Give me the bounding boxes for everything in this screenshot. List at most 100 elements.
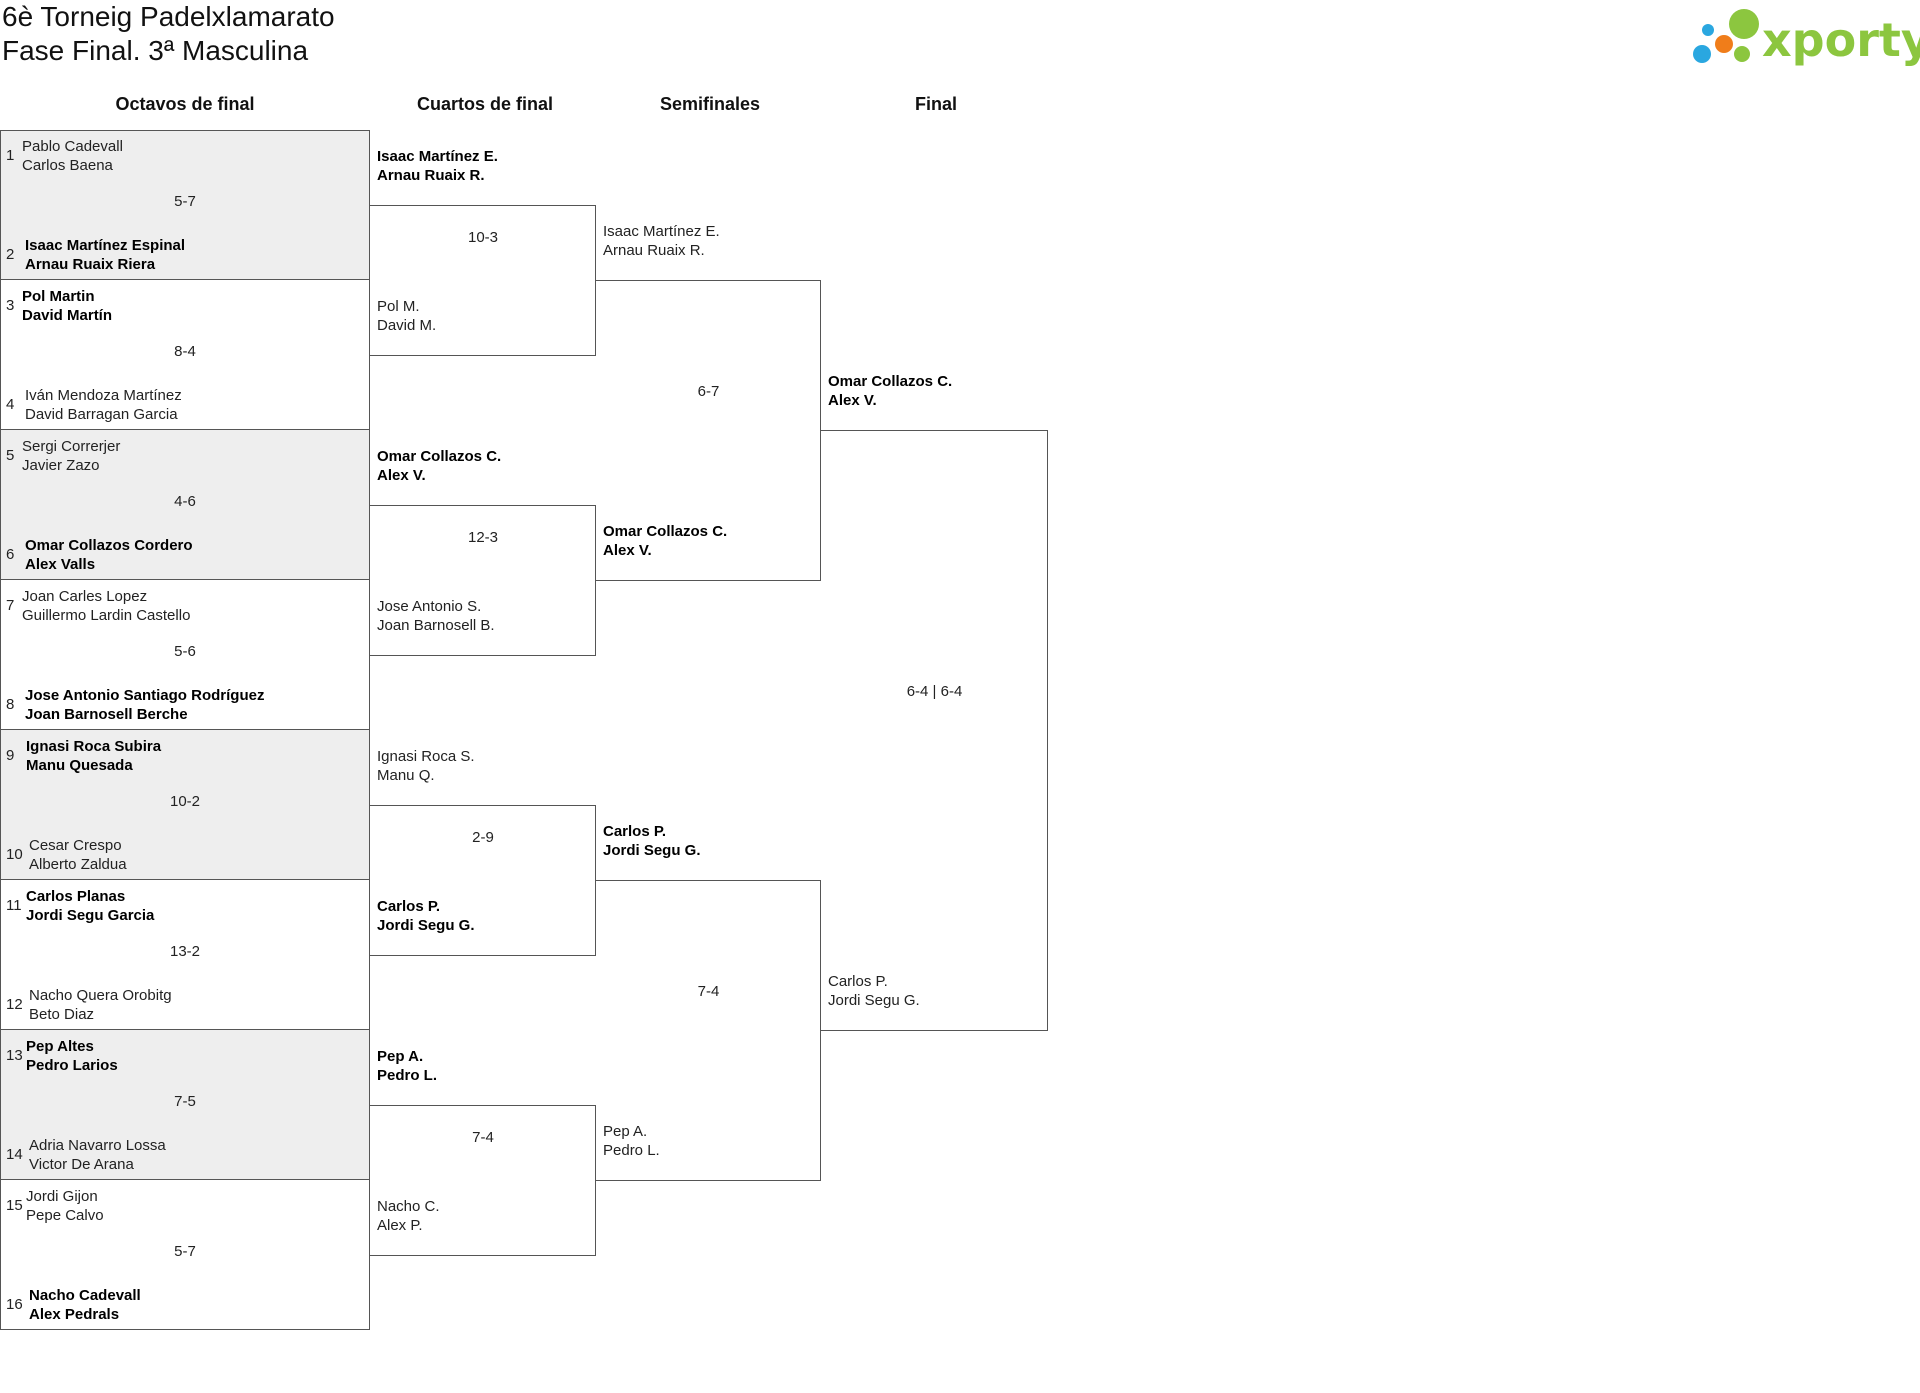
team-pair-player2: Carlos Baena xyxy=(22,157,113,174)
team-pair-player1: Carlos P. xyxy=(603,823,667,840)
team-pair-player2: Pedro L. xyxy=(603,1142,660,1159)
team-pair-player2: Beto Diaz xyxy=(29,1006,95,1023)
tournament-title: 6è Torneig Padelxlamarato xyxy=(2,1,335,32)
team-pair-player1: Carlos Planas xyxy=(26,888,126,905)
match-score: 8-4 xyxy=(174,343,196,360)
team-pair-player1: Adria Navarro Lossa xyxy=(29,1137,166,1154)
team-pair-player1: Omar Collazos Cordero xyxy=(25,537,193,554)
match-score: 7-4 xyxy=(472,1129,494,1146)
team-pair-player2: Manu Q. xyxy=(377,767,435,784)
team-pair-player2: Guillermo Lardin Castello xyxy=(22,607,191,624)
team-pair-player2: Pepe Calvo xyxy=(26,1207,104,1224)
team-pair-player1: Nacho Quera Orobitg xyxy=(29,987,172,1004)
match-box-r1 xyxy=(0,1180,370,1330)
match-score: 4-6 xyxy=(174,493,196,510)
team-pair-player1: Carlos P. xyxy=(377,898,441,915)
team-pair: Pep A. Pedro L. xyxy=(377,1047,437,1085)
round-header-final: Final xyxy=(914,94,957,114)
team-pair: Nacho C. Alex P. xyxy=(377,1197,440,1235)
team-pair: Omar Collazos C. Alex V. xyxy=(377,447,501,485)
match-box-r1 xyxy=(0,130,370,280)
team-pair: Ignasi Roca S. Manu Q. xyxy=(377,747,475,785)
team-pair-player2: Jordi Segu G. xyxy=(828,992,920,1009)
match-score: 6-4 | 6-4 xyxy=(906,683,963,700)
team-pair-player2: Joan Barnosell Berche xyxy=(25,706,188,723)
match-box-r1 xyxy=(0,880,370,1030)
team-pair-player1: Omar Collazos C. xyxy=(377,448,502,465)
seed-number: 10 xyxy=(6,846,23,863)
team-pair-player2: Alex V. xyxy=(828,392,877,409)
team-pair-player1: Jose Antonio Santiago Rodríguez xyxy=(25,687,265,704)
team-pair-player2: David M. xyxy=(377,317,437,334)
team-pair-player2: Alex P. xyxy=(377,1217,423,1234)
team-pair: Isaac Martínez E.Arnau Ruaix R. xyxy=(377,147,498,185)
match-score: 2-9 xyxy=(472,829,494,846)
seed-number: 4 xyxy=(6,396,15,413)
team-pair: Omar Collazos C.Alex V. xyxy=(603,522,727,560)
seed-number: 15 xyxy=(6,1197,23,1214)
seed-number: 8 xyxy=(6,696,15,713)
team-pair: Omar Collazos C.Alex V. xyxy=(828,372,952,410)
match-score: 7-4 xyxy=(697,983,720,1000)
team-pair-player2: David Martín xyxy=(22,307,113,324)
match-score: 5-7 xyxy=(174,1243,196,1260)
team-pair: Jose Antonio S.Joan Barnosell B. xyxy=(377,597,495,635)
team-pair-player2: Manu Quesada xyxy=(26,757,133,774)
seed-number: 5 xyxy=(6,447,15,464)
team-pair-player2: Arnau Ruaix R. xyxy=(603,242,705,259)
team-pair-player1: Sergi Correrjer xyxy=(22,438,121,455)
round-header-semis: Semifinales xyxy=(659,94,761,114)
team-pair-player1: Pol Martin xyxy=(22,288,95,305)
seed-number: 2 xyxy=(6,246,15,263)
xporty-logo-icon: xporty xyxy=(1693,9,1920,67)
seed-number: 9 xyxy=(6,747,15,764)
team-pair-player1: Ignasi Roca S. xyxy=(377,748,475,765)
round-header-octavos: Octavos de final xyxy=(115,94,255,114)
team-pair-player1: Carlos P. xyxy=(828,973,888,990)
match-box-r1 xyxy=(0,430,370,580)
team-pair-player2: Arnau Ruaix Riera xyxy=(25,256,156,273)
match-box-r2 xyxy=(370,805,596,956)
team-pair: Pep A. Pedro L. xyxy=(603,1122,660,1160)
team-pair-player1: Pep Altes xyxy=(26,1038,94,1055)
team-pair-player2: Jordi Segu Garcia xyxy=(26,907,155,924)
team-pair-player1: Nacho C. xyxy=(377,1198,440,1215)
match-box-r2 xyxy=(370,505,596,656)
team-pair-player1: Ignasi Roca Subira xyxy=(26,738,162,755)
seed-number: 11 xyxy=(6,897,22,914)
match-box-r2 xyxy=(370,205,596,356)
match-box-r3 xyxy=(596,280,821,581)
round-header-cuartos: Cuartos de final xyxy=(416,94,554,114)
seed-number: 6 xyxy=(6,546,15,563)
seed-number: 16 xyxy=(6,1296,23,1313)
team-pair: Carlos P. Jordi Segu G. xyxy=(828,972,920,1010)
team-pair-player1: Pep A. xyxy=(603,1123,648,1140)
team-pair-player2: Pedro L. xyxy=(377,1067,438,1084)
team-pair-player2: Arnau Ruaix R. xyxy=(377,167,485,184)
team-pair-player2: Pedro Larios xyxy=(26,1057,118,1074)
match-score: 10-3 xyxy=(467,229,499,246)
match-score: 6-7 xyxy=(697,383,720,400)
match-score: 5-6 xyxy=(174,643,196,660)
team-pair-player1: Pep A. xyxy=(377,1048,424,1065)
match-score: 5-7 xyxy=(174,193,196,210)
team-pair-player2: Alex V. xyxy=(377,467,426,484)
team-pair-player2: Alex Pedrals xyxy=(29,1306,120,1323)
xporty-logo: xporty xyxy=(1690,4,1920,74)
team-pair-player1: Nacho Cadevall xyxy=(29,1287,141,1304)
team-pair-player1: Omar Collazos C. xyxy=(603,523,728,540)
team-pair: Carlos P.Jordi Segu G. xyxy=(377,897,475,935)
seed-number: 13 xyxy=(6,1047,23,1064)
